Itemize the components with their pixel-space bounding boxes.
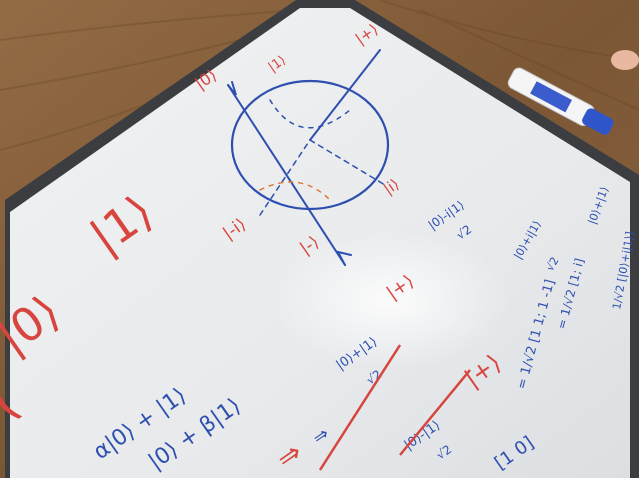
wood-grain (0, 0, 639, 151)
marker (507, 67, 614, 135)
bloch-sphere-sketch (227, 49, 390, 266)
light-glare (270, 230, 510, 370)
right-column-1-den: √2 (543, 255, 561, 274)
red-strokes (318, 344, 471, 471)
board-surface (10, 8, 630, 478)
hand-fingertip (611, 50, 639, 70)
